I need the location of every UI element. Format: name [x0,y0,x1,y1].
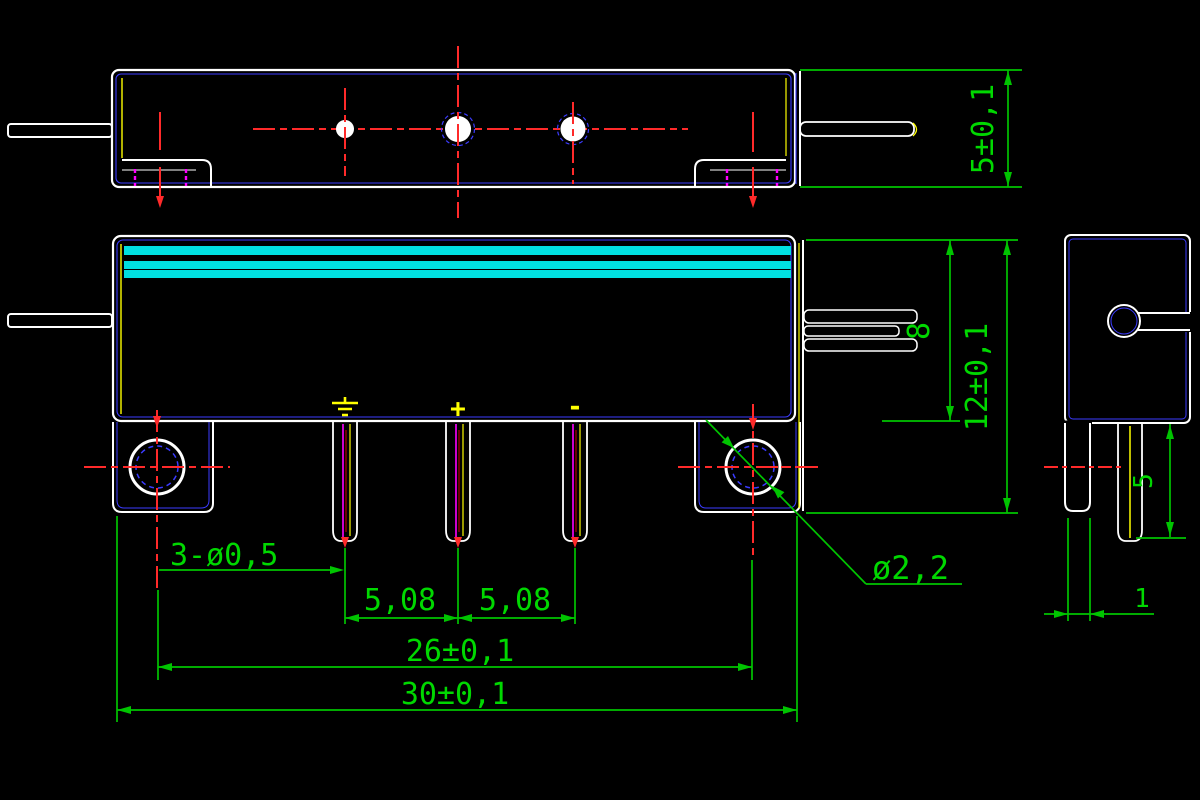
dim-text-hole-diameter: ø2,2 [872,549,949,587]
right-side-view: 5 1 [1044,234,1193,621]
front-view: + - [7,234,816,588]
terminal-lug-2 [803,325,900,337]
right-view-pin-channel [1117,423,1143,542]
side-slot-tip [912,122,918,137]
dim-body-height: 8 [902,240,954,421]
axial-lead-front [7,313,113,328]
dim-overall-height: 12±0,1 [960,240,1011,513]
keyhole-circle-inner [1110,307,1138,335]
terminal-lug-3 [803,338,918,352]
dim-text-overall-height: 12±0,1 [960,323,995,431]
side-slot [799,121,915,137]
plus-symbol: + [450,394,466,424]
pin-channel-negative [562,422,588,548]
mounting-foot-left [84,410,230,588]
dim-text-body-height: 8 [902,322,937,340]
top-view-right-bracket [694,159,786,186]
dim-text-tab-height: 5 [1129,473,1159,489]
pin-channel-ground [332,422,358,548]
top-view-body-outline [110,68,797,189]
mounting-foot-right [678,404,816,556]
centerline-arrow [156,196,164,208]
cyan-stripe-2b [124,270,791,278]
dim-text-pitch-right: 5,08 [479,583,551,618]
axial-lead-top [7,123,113,138]
front-body-inner [116,239,792,418]
profile-view: 8 12±0,1 [781,239,1018,514]
top-view [7,46,797,218]
top-view-body-inner [115,73,792,184]
dim-text-hole-centers: 26±0,1 [406,634,514,669]
dim-text-terminal-note: 3-ø0,5 [170,538,278,573]
top-view-left-bracket [122,159,212,186]
bottom-dimensions: 3-ø0,5 5,08 5,08 26±0,1 30±0,1 [116,419,962,722]
dim-leg-width: 1 [1044,518,1154,621]
terminal-lug-1 [803,309,918,324]
ground-symbol [332,397,358,417]
dim-text-side-thickness: 5±0,1 [966,84,1001,174]
cyan-stripe-1 [124,246,791,255]
dim-text-overall-width: 30±0,1 [401,677,509,712]
dim-pin-pitch: 5,08 5,08 [345,583,575,622]
dim-overall-width: 30±0,1 [117,677,797,714]
minus-symbol: - [567,392,583,422]
dim-hole-diameter: ø2,2 [705,419,962,587]
right-view-leg [1064,423,1091,512]
dim-tab-height: 5 [1129,424,1186,539]
keyhole-circle [1107,304,1141,338]
dim-side-thickness: 5±0,1 [966,70,1012,187]
centerline-arrow [749,196,757,208]
pin-channel-positive [445,422,471,548]
cyan-stripe-2a [124,261,791,269]
dim-hole-centers: 26±0,1 [158,634,752,671]
dim-terminal-note: 3-ø0,5 [159,538,344,574]
dim-text-pitch-left: 5,08 [364,583,436,618]
front-body-outline [111,234,797,423]
side-view-top-right: 5±0,1 [795,69,1022,188]
dim-text-leg-width: 1 [1134,584,1150,614]
